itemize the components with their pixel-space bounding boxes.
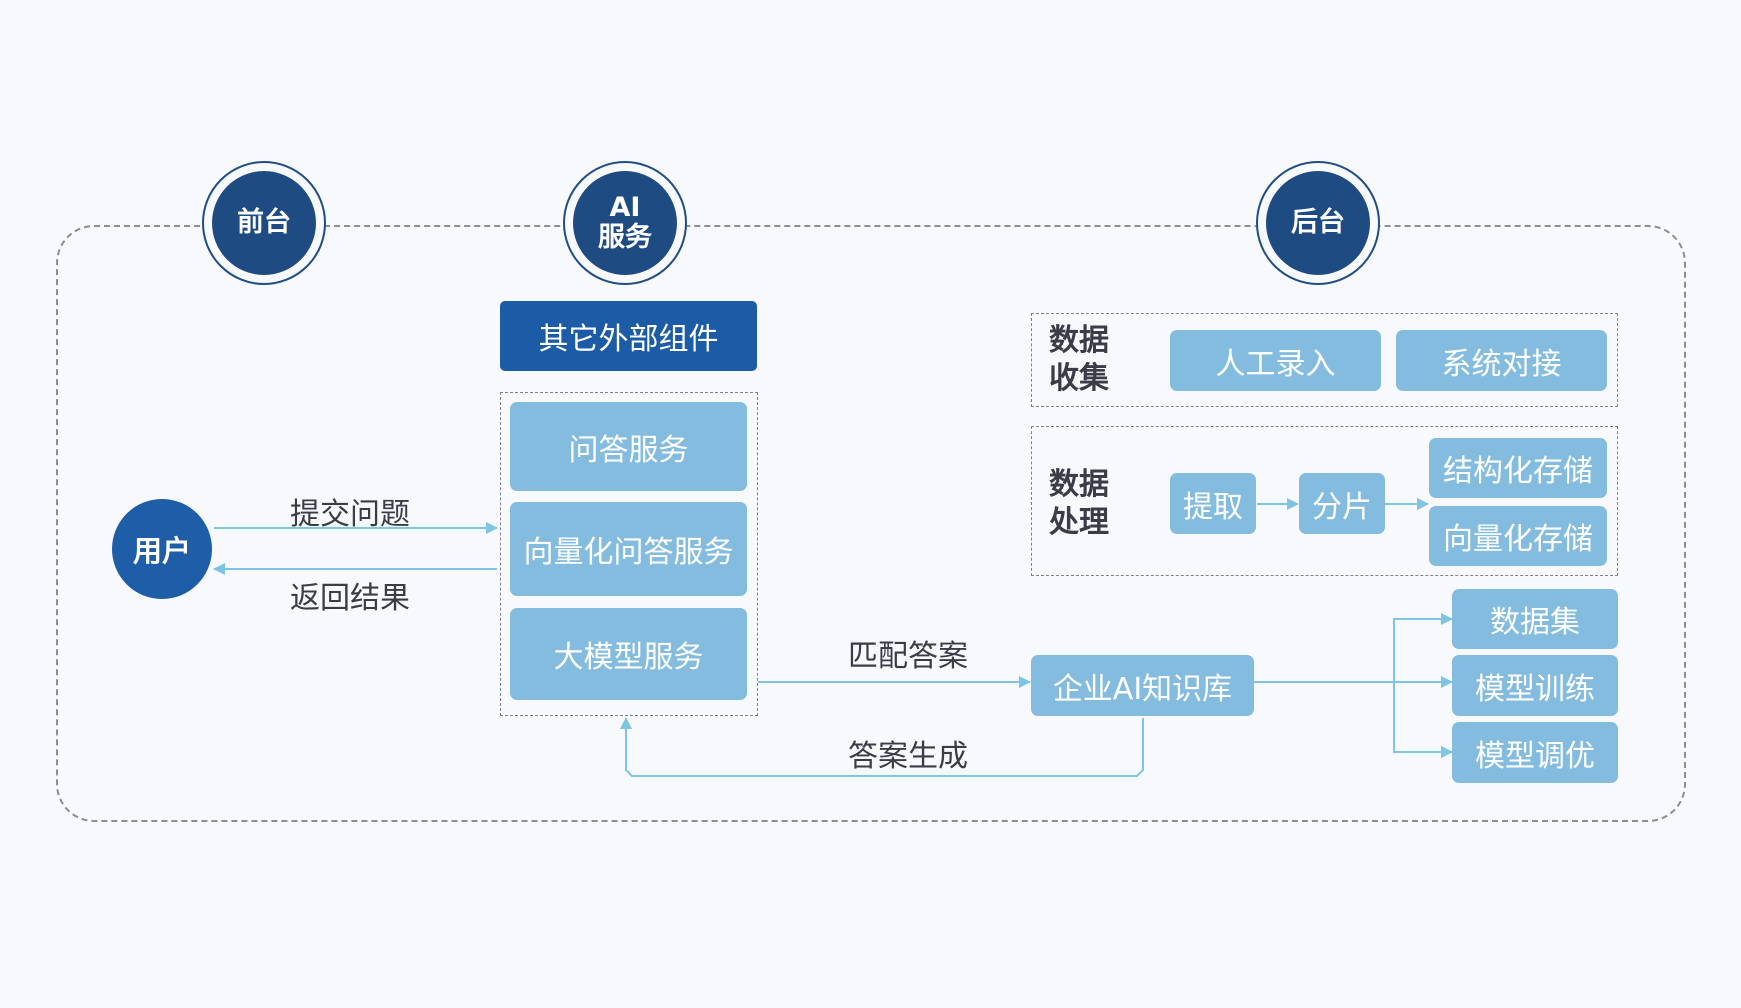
model-tuning-box: 模型调优 (1452, 722, 1618, 783)
vector-qa-service-box: 向量化问答服务 (510, 502, 747, 596)
ai-service-label-line2: 服务 (598, 222, 652, 253)
data-collection-group (1031, 313, 1618, 407)
split-box: 分片 (1299, 473, 1385, 534)
answer-generation-label: 答案生成 (848, 739, 968, 774)
submit-question-label: 提交问题 (290, 497, 410, 532)
frontend-label: 前台 (212, 171, 316, 275)
backend-label: 后台 (1266, 171, 1370, 275)
backend-badge: 后台 (1256, 161, 1380, 285)
vector-storage-box: 向量化存储 (1429, 506, 1607, 566)
return-result-label: 返回结果 (290, 581, 410, 616)
generation-arrow (620, 717, 1144, 777)
external-components-box: 其它外部组件 (500, 301, 757, 371)
kb-output-bracket (1393, 618, 1450, 753)
knowledge-base-box: 企业AI知识库 (1031, 655, 1254, 716)
ai-service-badge: AI 服务 (563, 161, 687, 285)
structured-storage-box: 结构化存储 (1429, 438, 1607, 498)
system-integration-box: 系统对接 (1396, 330, 1607, 391)
dataset-box: 数据集 (1452, 589, 1618, 649)
model-training-box: 模型训练 (1452, 655, 1618, 716)
data-processing-title: 数据 处理 (1049, 467, 1109, 540)
llm-service-box: 大模型服务 (510, 608, 747, 700)
ai-service-label-line1: AI (609, 192, 641, 223)
data-processing-group (1031, 426, 1618, 576)
user-node: 用户 (112, 499, 212, 599)
ai-services-group (500, 392, 758, 716)
data-collection-title: 数据 收集 (1049, 323, 1109, 396)
frontend-badge: 前台 (202, 161, 326, 285)
match-answer-label: 匹配答案 (848, 639, 968, 674)
qa-service-box: 问答服务 (510, 402, 747, 491)
outer-frame (56, 225, 1686, 822)
extract-box: 提取 (1170, 473, 1256, 534)
manual-entry-box: 人工录入 (1170, 330, 1381, 391)
